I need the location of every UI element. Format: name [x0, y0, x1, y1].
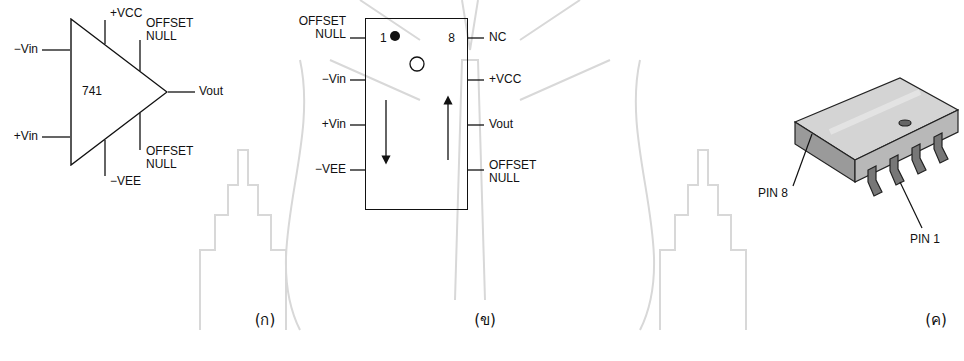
pin-name: +Vin [322, 118, 346, 131]
signal-name: +Vin [14, 130, 38, 143]
dip-package: 18 [365, 18, 468, 210]
part-number: 741 [82, 85, 102, 98]
pin-name: Vout [489, 118, 513, 131]
watermark [200, 0, 746, 330]
signal-name: Vout [199, 85, 223, 98]
caption-letter: (ข) [474, 312, 496, 329]
soic-package [793, 78, 958, 228]
caption-letter: (ค) [925, 312, 947, 329]
supply-name: −VEE [110, 175, 141, 188]
pin-name: OFFSET NULL [288, 15, 346, 41]
pin-name: OFFSET NULL [146, 145, 204, 171]
pin1-dot [390, 31, 400, 41]
pin-label: PIN 1 [910, 233, 940, 246]
pin-number: 1 [380, 32, 387, 45]
dip-pins [350, 38, 484, 170]
pin-name: NC [489, 31, 506, 44]
caption-letter: (ก) [255, 312, 276, 329]
pin-name: OFFSET NULL [146, 17, 204, 43]
signal-name: −Vin [14, 43, 38, 56]
pin-name: +VCC [489, 73, 521, 86]
pin-name: −VEE [315, 163, 346, 176]
supply-name: +VCC [110, 7, 142, 20]
pin-label: PIN 8 [758, 187, 788, 200]
pin-name: −Vin [322, 73, 346, 86]
pin-name: OFFSET NULL [489, 159, 547, 185]
pin-number: 8 [448, 32, 455, 45]
